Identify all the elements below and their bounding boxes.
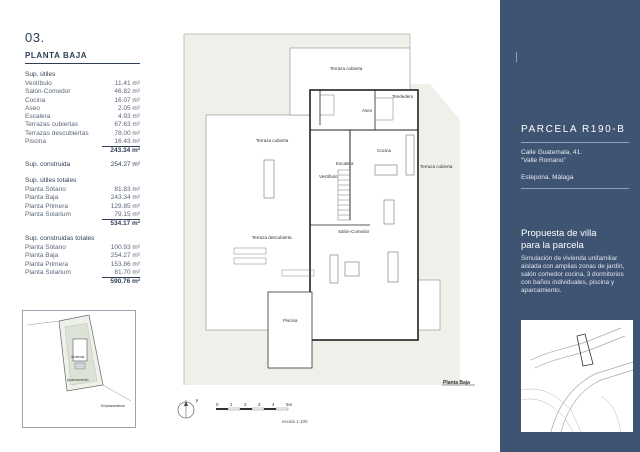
info-panel: PARCELA R190-B Calle Guatemala, 41. “Val… <box>500 0 640 452</box>
room-label: Salón-Comedor <box>338 229 370 234</box>
panel-divider <box>521 188 629 189</box>
parcel-address: Calle Guatemala, 41. “Valle Romano” <box>521 149 582 165</box>
area-map-drawing <box>520 327 634 433</box>
sun-lounger <box>281 269 315 277</box>
room-label: Escalera <box>336 161 354 166</box>
road-line <box>26 320 60 326</box>
section-divider <box>25 63 140 64</box>
sun-lounger <box>233 257 267 265</box>
north-arrow-icon: N <box>174 396 200 420</box>
room-label: Aseo <box>362 108 373 113</box>
useful-totals-heading: Sup. útiles totales <box>25 177 77 184</box>
room-label: Terraza cubierta <box>256 138 289 143</box>
useful-areas-heading: Sup. útiles <box>25 71 56 78</box>
kitchen-island <box>374 164 398 176</box>
floor-plan-drawing <box>183 33 475 386</box>
parcel-marker <box>576 333 594 367</box>
section-title: PLANTA BAJA <box>25 51 88 60</box>
pool-footprint <box>74 362 86 370</box>
plot-boundary <box>184 33 411 48</box>
scale-tick: 2 <box>244 402 247 407</box>
scale-tick: 1 <box>230 402 233 407</box>
address-line: Calle Guatemala, 41. <box>521 149 583 156</box>
scale-caption: escala 1:100 <box>282 419 308 424</box>
area-total: 243.34 m² <box>25 146 140 154</box>
panel-divider <box>521 142 629 143</box>
room-label: Vestíbulo <box>319 174 338 179</box>
entry-closet <box>319 94 335 116</box>
dining-table <box>383 199 395 225</box>
scale-tick: 4 <box>272 402 275 407</box>
room-label: Terraza descubierta <box>252 235 292 240</box>
site-map-drawing: Vivienda Aparcamiento Emplazamiento <box>26 314 132 408</box>
outdoor-table <box>263 159 275 199</box>
scale-tick: 5m <box>286 402 293 407</box>
north-label: N <box>196 399 198 405</box>
room-label: Terraza cubierta <box>420 164 453 169</box>
map-label-parking: Aparcamiento <box>67 378 89 382</box>
sun-lounger <box>233 247 267 255</box>
map-label-house: Vivienda <box>71 355 84 359</box>
scale-tick: 0 <box>216 402 219 407</box>
house-walls <box>309 89 419 341</box>
proposal-title: Propuesta de villa para la parcela <box>521 228 597 251</box>
sofa <box>329 254 339 284</box>
floor-plan-title: Planta Baja <box>443 380 470 386</box>
site-location-map: Vivienda Aparcamiento Emplazamiento <box>22 310 136 428</box>
area-total: 590.76 m² <box>25 277 140 285</box>
toilet-room <box>374 97 394 121</box>
room-label: Terraza cubierta <box>330 66 363 71</box>
section-number: 03. <box>25 30 45 45</box>
proposal-description: Simulación de vivienda unifamiliar aisla… <box>521 255 625 294</box>
panel-tick-mark <box>516 52 517 62</box>
room-label: Tendedero <box>392 94 414 99</box>
kitchen-counter <box>405 134 415 176</box>
parcel-city: Estepona. Málaga <box>521 174 574 181</box>
coffee-table <box>344 261 360 277</box>
stair <box>337 169 351 221</box>
area-location-map <box>520 320 634 433</box>
built-totals-heading: Sup. construidas totales <box>25 235 95 242</box>
room-label: Cocina <box>377 148 392 153</box>
road-line <box>102 384 132 402</box>
map-label-site: Emplazamiento <box>101 404 125 408</box>
area-total: 534.17 m² <box>25 219 140 227</box>
pool <box>267 291 313 369</box>
scale-tick: 3 <box>258 402 261 407</box>
room-label: Piscina <box>283 318 298 323</box>
floor-plan: Terraza cubierta Tendedero Aseo Terraza … <box>170 30 475 430</box>
scale-bar: 0 1 2 3 4 5m <box>216 398 316 428</box>
parcel-title: PARCELA R190-B <box>521 124 626 135</box>
house-footprint <box>72 338 88 362</box>
sofa <box>387 251 399 283</box>
address-line: “Valle Romano” <box>521 157 566 164</box>
